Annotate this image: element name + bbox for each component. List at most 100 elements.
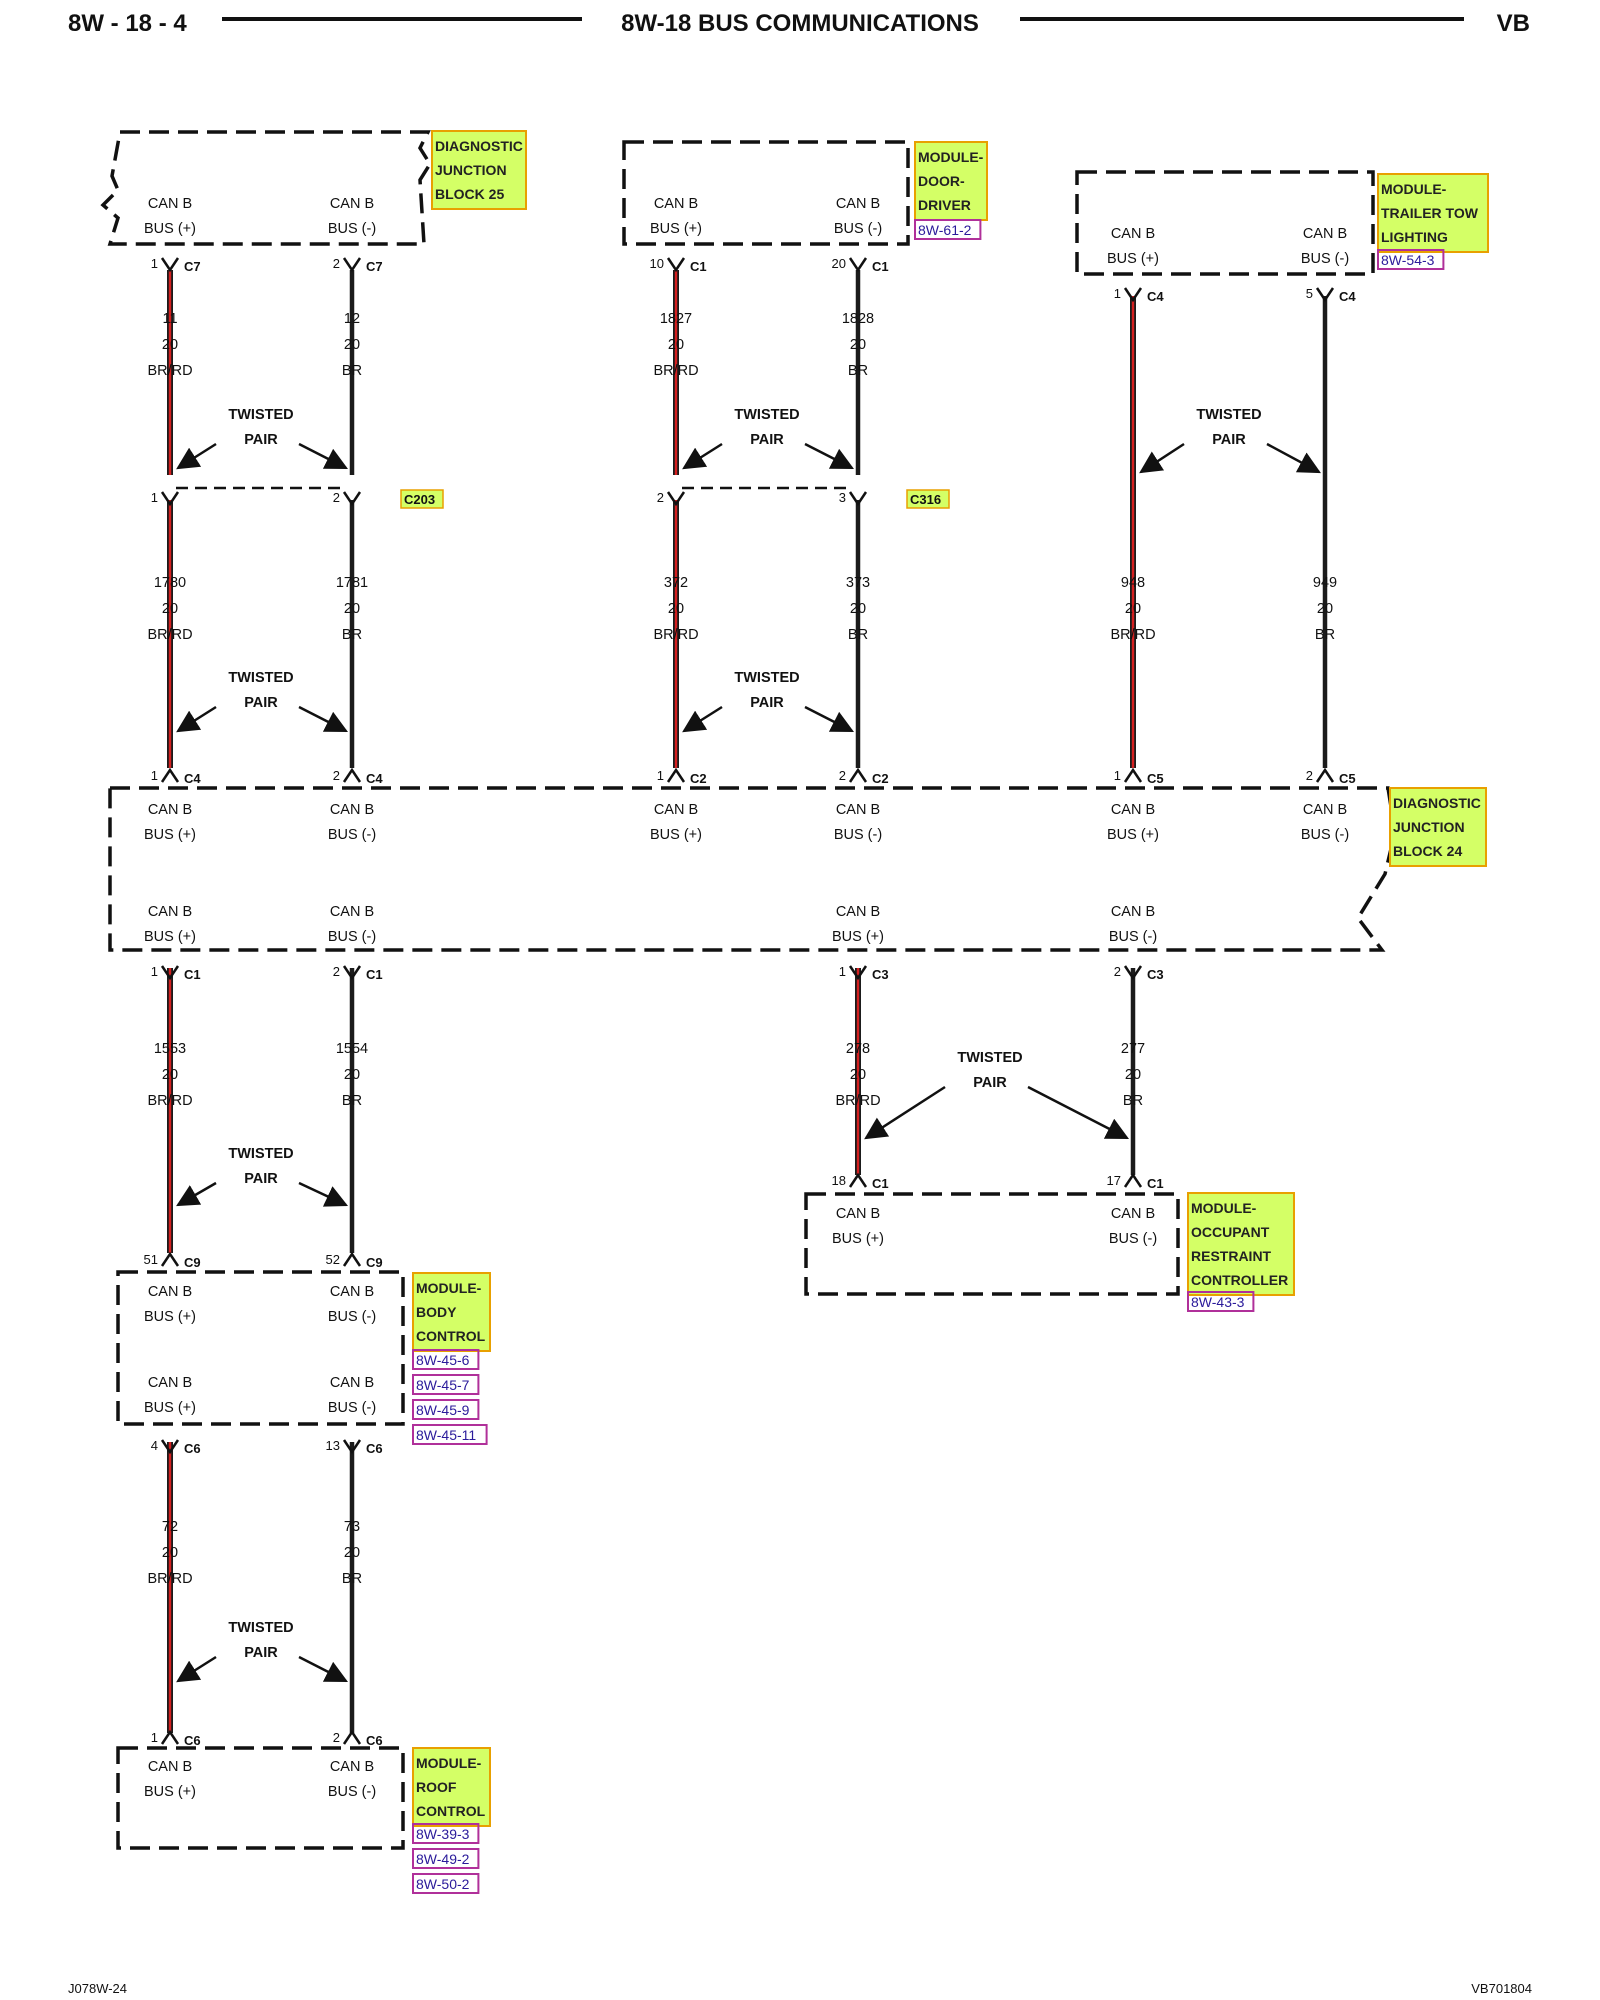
wire-label-c-r-1: 20 bbox=[1317, 601, 1333, 617]
connector-c-j-r-pin: 2 bbox=[1306, 768, 1313, 783]
twisted-pair-label-6-0: TWISTED bbox=[228, 1146, 293, 1162]
body-module-box bbox=[116, 1270, 405, 1426]
connector-a-j-r-symbol bbox=[342, 767, 362, 783]
connector-d-jb-l-pin: 1 bbox=[839, 964, 846, 979]
body-name-line-1: BODY bbox=[416, 1304, 457, 1320]
wire-label-a1-l-2: BR/RD bbox=[147, 363, 192, 379]
body-name-line-0: MODULE- bbox=[416, 1280, 482, 1296]
twisted-pair-label-1-0: TWISTED bbox=[228, 407, 293, 423]
connector-a-jb-l-pin: 1 bbox=[151, 964, 158, 979]
djb25-name-line-2: BLOCK 25 bbox=[435, 186, 504, 202]
djb25-can-plus-1: BUS (+) bbox=[144, 221, 196, 237]
connector-c-top-l-name: C4 bbox=[1147, 289, 1164, 304]
twisted-arrow-left-4 bbox=[176, 705, 217, 733]
door-ref-0: 8W-61-2 bbox=[918, 222, 972, 238]
roof-can-plus-0: CAN B bbox=[148, 1759, 192, 1775]
wire-label-c-r-2: BR bbox=[1315, 627, 1335, 643]
twisted-arrow-right-3 bbox=[1266, 442, 1321, 474]
djb25-can-minus-1: BUS (-) bbox=[328, 221, 376, 237]
connector-c-j-r-symbol bbox=[1315, 767, 1335, 783]
connector-a-top-r-name: C7 bbox=[366, 259, 383, 274]
wire-label-d-r-0: 277 bbox=[1121, 1041, 1145, 1057]
connector-d-jb-l-symbol bbox=[848, 965, 868, 981]
trailer-name-line-1: TRAILER TOW bbox=[1381, 205, 1479, 221]
djb24-upper-can-plus-b-1: BUS (+) bbox=[650, 827, 702, 843]
footer-left-code: J078W-24 bbox=[68, 1981, 127, 1996]
connector-c-top-r-pin: 5 bbox=[1306, 286, 1313, 301]
djb24-upper-can-minus-a-0: CAN B bbox=[330, 802, 374, 818]
connector-d-jb-r-pin: 2 bbox=[1114, 964, 1121, 979]
door-can-minus-0: CAN B bbox=[836, 196, 880, 212]
connector-a-jb-r-name: C1 bbox=[366, 967, 383, 982]
wire-label-d-l-0: 278 bbox=[846, 1041, 870, 1057]
wire-label-b1-l-1: 20 bbox=[668, 337, 684, 353]
connector-a-bcb-l-symbol bbox=[160, 1439, 180, 1455]
connector-a-top-l-pin: 1 bbox=[151, 256, 158, 271]
djb25-can-plus-0: CAN B bbox=[148, 196, 192, 212]
djb24-upper-can-plus-b-0: CAN B bbox=[654, 802, 698, 818]
door-can-minus-1: BUS (-) bbox=[834, 221, 882, 237]
occupant-name-line-0: MODULE- bbox=[1191, 1200, 1257, 1216]
twisted-arrow-right-4 bbox=[298, 705, 349, 733]
connector-b-top-l-name: C1 bbox=[690, 259, 707, 274]
occupant-name-tag bbox=[1187, 1192, 1295, 1296]
connector-c-j-r-name: C5 bbox=[1339, 771, 1356, 786]
wire-label-b1-r-2: BR bbox=[848, 363, 868, 379]
connector-d-orc-l-name: C1 bbox=[872, 1176, 889, 1191]
occupant-name-line-2: RESTRAINT bbox=[1191, 1248, 1272, 1264]
wire-label-a3-r-1: 20 bbox=[344, 1067, 360, 1083]
body-ref-box-3 bbox=[412, 1424, 488, 1445]
labels-layer: 1120BR/RD1220BR182720BR/RD182820BR178020… bbox=[144, 196, 1349, 1800]
connector-d-orc-l-pin: 18 bbox=[832, 1173, 846, 1188]
connector-b-top-l-pin: 10 bbox=[650, 256, 664, 271]
djb24-upper-can-plus-c-0: CAN B bbox=[1111, 802, 1155, 818]
twisted-pair-arrows bbox=[176, 442, 1321, 1683]
door-name-line-0: MODULE- bbox=[918, 149, 984, 165]
body-ref-3: 8W-45-11 bbox=[416, 1427, 476, 1443]
wire-label-a4-r-2: BR bbox=[342, 1571, 362, 1587]
twisted-pair-label-2-1: PAIR bbox=[750, 432, 784, 448]
djb24-lower-can-minus-a-0: CAN B bbox=[330, 904, 374, 920]
twisted-pair-label-4-1: PAIR bbox=[244, 695, 278, 711]
twisted-arrow-right-1 bbox=[298, 442, 349, 470]
djb24-box bbox=[108, 786, 1397, 952]
twisted-pair-label-7-1: PAIR bbox=[973, 1075, 1007, 1091]
twisted-pair-label-5-1: PAIR bbox=[750, 695, 784, 711]
connector-a-j-l-name: C4 bbox=[184, 771, 201, 786]
connector-b-in-r-symbol bbox=[848, 491, 868, 507]
occupant-name-line-1: OCCUPANT bbox=[1191, 1224, 1270, 1240]
roof-can-plus-1: BUS (+) bbox=[144, 1784, 196, 1800]
twisted-pair-label-3-0: TWISTED bbox=[1196, 407, 1261, 423]
twisted-pair-label-8-1: PAIR bbox=[244, 1645, 278, 1661]
connector-a-j-r-pin: 2 bbox=[333, 768, 340, 783]
connector-d-orc-r-symbol bbox=[1123, 1172, 1143, 1188]
wire-label-a1-l-1: 20 bbox=[162, 337, 178, 353]
inline-connector-mid-name: C316 bbox=[910, 492, 941, 507]
door-module-box bbox=[622, 140, 910, 246]
connector-a-rc-r-pin: 2 bbox=[333, 1730, 340, 1745]
wire-label-b1-l-0: 1827 bbox=[660, 311, 692, 327]
wire-label-a2-r-1: 20 bbox=[344, 601, 360, 617]
roof-name-line-1: ROOF bbox=[416, 1779, 457, 1795]
connector-d-orc-r-pin: 17 bbox=[1107, 1173, 1121, 1188]
connector-c-top-l-pin: 1 bbox=[1114, 286, 1121, 301]
page-header: 8W - 18 - 4 8W-18 BUS COMMUNICATIONS VB bbox=[68, 10, 1530, 37]
wire-label-a4-r-1: 20 bbox=[344, 1545, 360, 1561]
body-ref-box-2 bbox=[412, 1399, 480, 1420]
djb24-lower-can-plus-b-1: BUS (+) bbox=[832, 929, 884, 945]
wire-label-b2-r-1: 20 bbox=[850, 601, 866, 617]
connector-a-rc-l-symbol bbox=[160, 1729, 180, 1745]
djb24-upper-can-plus-c-1: BUS (+) bbox=[1107, 827, 1159, 843]
trailer-ref-box-0 bbox=[1377, 249, 1445, 270]
inline-connector-mid-tag bbox=[906, 489, 950, 509]
twisted-arrow-left-7 bbox=[864, 1085, 946, 1140]
twisted-arrow-left-2 bbox=[682, 442, 723, 470]
wire-label-a4-l-1: 20 bbox=[162, 1545, 178, 1561]
wire-label-b2-r-2: BR bbox=[848, 627, 868, 643]
wire-label-d-r-2: BR bbox=[1123, 1093, 1143, 1109]
djb25-can-minus-0: CAN B bbox=[330, 196, 374, 212]
connector-c-top-r-symbol bbox=[1315, 287, 1335, 303]
connector-a-bc-r-pin: 52 bbox=[326, 1252, 340, 1267]
roof-ref-1: 8W-49-2 bbox=[416, 1851, 470, 1867]
